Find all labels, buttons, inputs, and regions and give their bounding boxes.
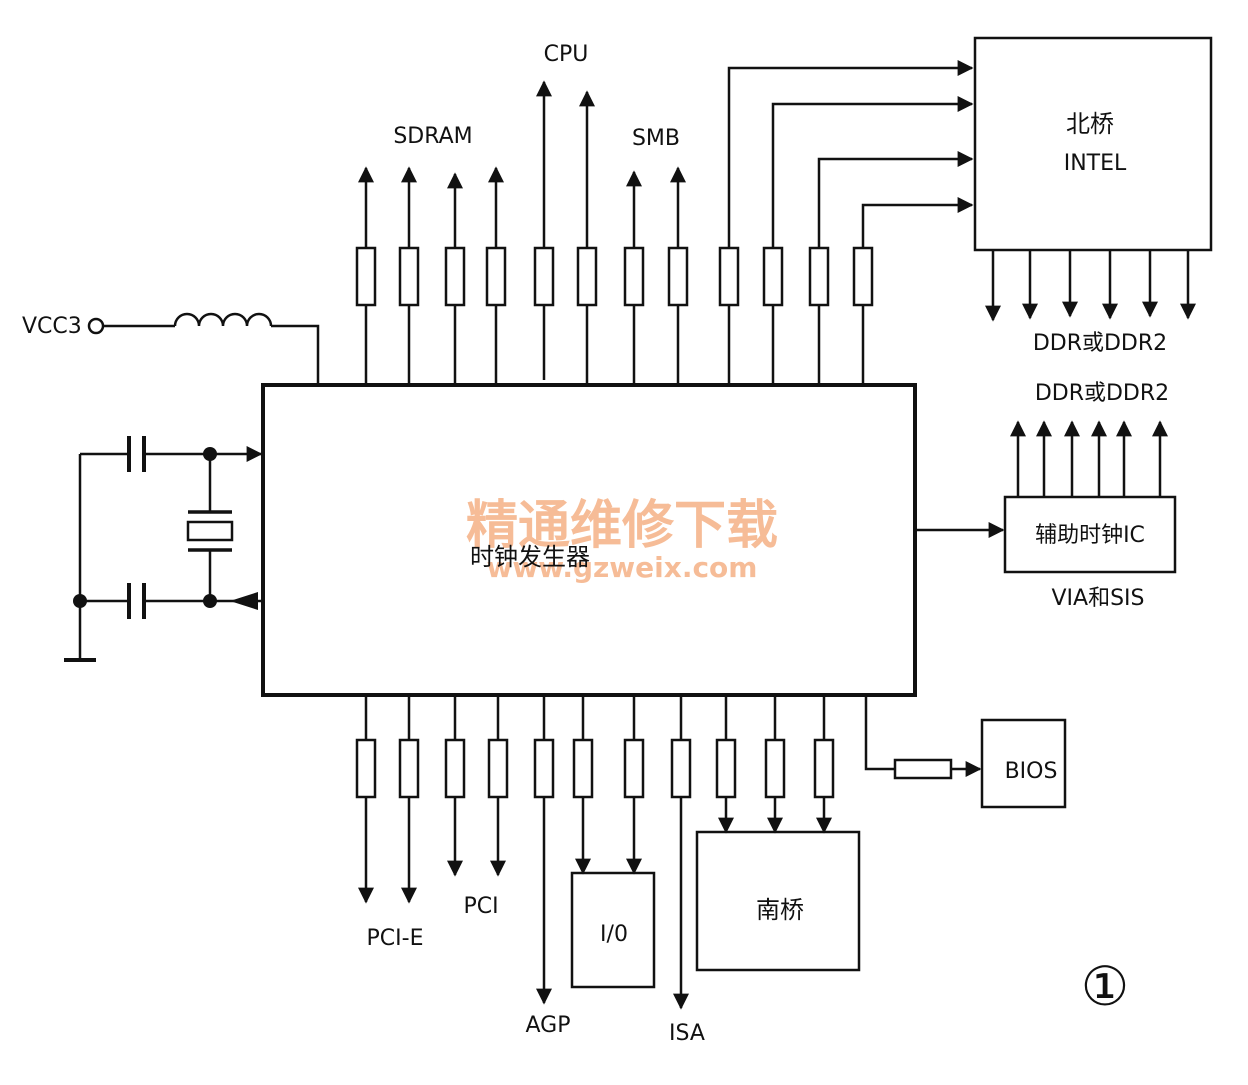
resistor	[444, 738, 466, 799]
crystal	[186, 520, 234, 542]
resistor	[718, 246, 740, 307]
north-bridge-box	[973, 36, 1213, 252]
bios-box	[980, 718, 1067, 809]
resistor	[487, 738, 509, 799]
north-bridge-vendor: INTEL	[1064, 151, 1127, 176]
resistor	[813, 738, 835, 799]
resistor	[355, 738, 377, 799]
smb-label: SMB	[632, 126, 680, 151]
clock-generator-label: 时钟发生器	[470, 543, 590, 571]
north-bridge-label: 北桥	[1066, 110, 1114, 138]
aux-clock-note: VIA和SIS	[1051, 586, 1144, 611]
io-box	[570, 871, 656, 989]
resistor	[572, 738, 594, 799]
resistor	[623, 738, 645, 799]
resistor	[398, 246, 420, 307]
watermark-url: www.gzweix.com	[487, 551, 758, 584]
aux-clock-label: 辅助时钟IC	[1035, 523, 1145, 548]
resistor	[444, 246, 466, 307]
vcc-supply	[87, 312, 320, 385]
vcc-terminal	[87, 317, 105, 335]
south-bridge-box	[695, 830, 861, 972]
watermark-title: 精通维修下载	[466, 495, 778, 556]
inductor	[173, 312, 273, 327]
pcie-label: PCI-E	[367, 926, 424, 951]
resistor	[808, 246, 830, 307]
aux-clock-ic-box	[1003, 495, 1177, 574]
clock-generator-chip	[261, 383, 917, 697]
sdram-label: SDRAM	[393, 124, 472, 149]
resistor	[762, 246, 784, 307]
isa-label: ISA	[669, 1021, 705, 1046]
top-outputs	[355, 60, 974, 385]
resistor	[852, 246, 874, 307]
resistor	[485, 246, 507, 307]
aux-ddr-label: DDR或DDR2	[1035, 381, 1169, 406]
io-label: I/0	[600, 922, 628, 947]
vcc-label: VCC3	[22, 314, 82, 339]
figure-number: ①	[1081, 955, 1129, 1018]
resistor	[670, 738, 692, 799]
nb-ddr-outputs	[985, 250, 1196, 322]
resistor	[355, 246, 377, 307]
agp-label: AGP	[526, 1013, 571, 1038]
cpu-label: CPU	[544, 42, 589, 67]
resistor	[715, 738, 737, 799]
resistor	[623, 246, 645, 307]
resistor	[764, 738, 786, 799]
bottom-outputs	[355, 695, 982, 1010]
south-bridge-label: 南桥	[756, 896, 804, 924]
resistor	[398, 738, 420, 799]
resistor	[667, 246, 689, 307]
resistor	[533, 738, 555, 799]
resistor	[893, 758, 953, 780]
resistor	[576, 246, 598, 307]
crystal-circuit	[64, 436, 263, 662]
bios-label: BIOS	[1005, 759, 1058, 784]
resistor	[533, 246, 555, 307]
nb-ddr-label: DDR或DDR2	[1033, 331, 1167, 356]
pci-label: PCI	[463, 894, 498, 919]
aux-ddr-outputs	[1010, 420, 1168, 497]
